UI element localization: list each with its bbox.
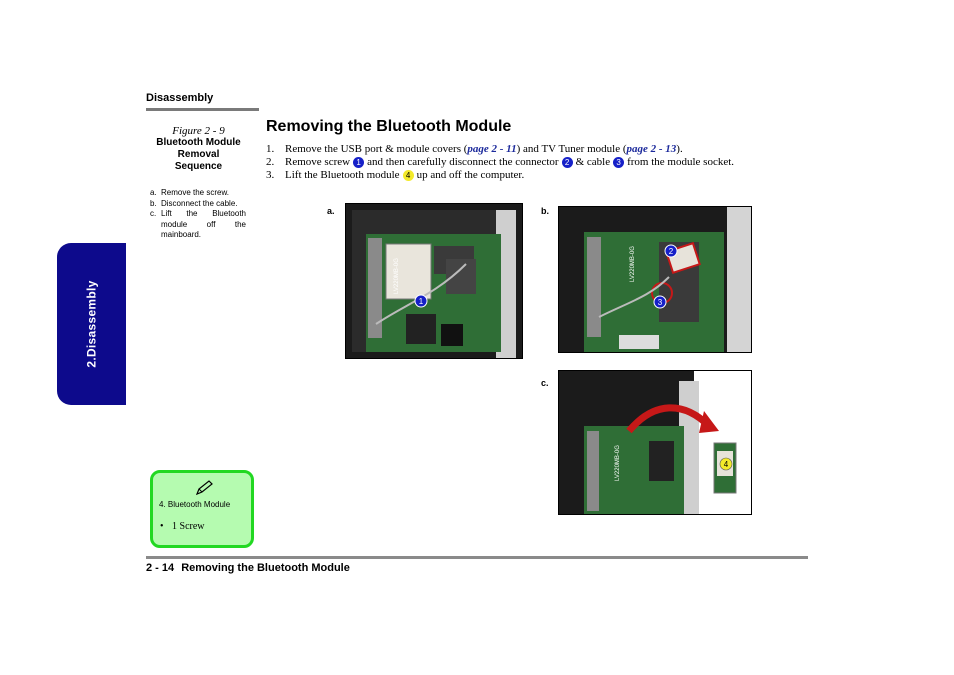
note-item: 4. Bluetooth Module <box>159 500 231 509</box>
figure-title-line: Removal <box>177 149 220 160</box>
step-text: Lift the Bluetooth module <box>285 169 400 181</box>
step-text: & cable <box>575 156 611 168</box>
section-header: Disassembly <box>146 92 214 104</box>
side-tab-label: 2.Disassembly <box>84 280 99 368</box>
figure-step-label: b. <box>150 198 157 208</box>
photo-b-callout-3: 3 <box>658 298 663 307</box>
footer-rule <box>146 556 808 559</box>
figure-step-label: c. <box>150 209 157 218</box>
photo-c-illustration: 4 LV220MB-0G <box>559 371 751 514</box>
note-bullet: • <box>160 521 164 532</box>
step-text: and then carefully disconnect the connec… <box>367 156 559 168</box>
photo-b-illustration: 2 3 LV220MB-0G <box>559 207 751 352</box>
page-reference-link[interactable]: page 2 - 11 <box>467 143 517 155</box>
figure-steps: a. Remove the screw. b. Disconnect the c… <box>150 188 246 241</box>
figure-step: module off the <box>150 220 246 231</box>
callout-badge: 3 <box>613 157 625 168</box>
figure-number: Figure 2 - 9 <box>172 125 225 137</box>
instruction-steps: 1. Remove the USB port & module covers (… <box>266 143 786 182</box>
figure-caption: Figure 2 - 9 Bluetooth Module Removal Se… <box>146 125 251 173</box>
figure-title-line: Sequence <box>174 161 223 172</box>
photo-b-board-text: LV220MB-0G <box>630 246 636 282</box>
photo-label-b: b. <box>541 206 549 216</box>
photo-a-callout-1: 1 <box>419 297 424 306</box>
instruction-step: 3. Lift the Bluetooth module 4 up and of… <box>266 169 786 182</box>
step-text: ) and TV Tuner module ( <box>516 143 627 155</box>
instruction-step: 1. Remove the USB port & module covers (… <box>266 143 786 156</box>
step-text: Remove the USB port & module covers ( <box>285 143 468 155</box>
figure-step-text: Remove the screw. <box>161 188 230 197</box>
photo-c-board-text: LV220MB-0G <box>615 445 621 481</box>
figure-step: b. Disconnect the cable. <box>150 199 246 210</box>
header-rule <box>146 108 259 111</box>
step-number: 3. <box>266 169 275 181</box>
callout-badge: 1 <box>353 157 365 168</box>
step-text: ). <box>676 143 683 155</box>
figure-step-label: a. <box>150 188 157 197</box>
page-title: Removing the Bluetooth Module <box>266 118 512 135</box>
note-bullet-row: • 1 Screw <box>160 521 205 532</box>
footer: 2 - 14 Removing the Bluetooth Module <box>146 562 350 574</box>
figure-step: a. Remove the screw. <box>150 188 246 199</box>
step-number: 1. <box>266 143 275 155</box>
photo-a-illustration: 1 LV220MB-0G <box>346 204 522 358</box>
instruction-step: 2. Remove screw 1 and then carefully dis… <box>266 156 786 169</box>
step-text: up and off the computer. <box>416 169 525 181</box>
footer-title: Removing the Bluetooth Module <box>181 562 350 574</box>
pencil-icon <box>195 480 213 496</box>
photo-b-callout-2: 2 <box>669 247 674 256</box>
figure-step-text: Lift the Bluetooth <box>161 209 246 218</box>
figure-title-line: Bluetooth Module <box>156 137 241 148</box>
figure-step: c. Lift the Bluetooth <box>150 209 246 220</box>
step-number: 2. <box>266 156 275 168</box>
photo-c: 4 LV220MB-0G <box>558 370 752 515</box>
photo-c-callout-4: 4 <box>724 460 729 469</box>
figure-step-text: mainboard. <box>161 230 202 239</box>
page-reference-link[interactable]: page 2 - 13 <box>626 143 677 155</box>
figure-step-text: module off the <box>161 219 246 229</box>
step-text: from the module socket. <box>627 156 735 168</box>
figure-step: mainboard. <box>150 230 246 241</box>
photo-b: 2 3 LV220MB-0G <box>558 206 752 353</box>
note-detail: 1 Screw <box>172 521 205 532</box>
photo-a-board-text: LV220MB-0G <box>394 258 400 294</box>
step-text: Remove screw <box>285 156 351 168</box>
side-tab-label-wrap: 2.Disassembly <box>57 243 126 405</box>
footer-page-number: 2 - 14 <box>146 562 175 574</box>
photo-label-c: c. <box>541 378 549 388</box>
note-box <box>150 470 254 548</box>
photo-a: 1 LV220MB-0G <box>345 203 523 359</box>
figure-step-text: Disconnect the cable. <box>161 198 238 208</box>
callout-badge: 2 <box>561 157 573 168</box>
side-tab <box>57 243 126 405</box>
photo-label-a: a. <box>327 206 335 216</box>
callout-badge: 4 <box>402 170 414 181</box>
